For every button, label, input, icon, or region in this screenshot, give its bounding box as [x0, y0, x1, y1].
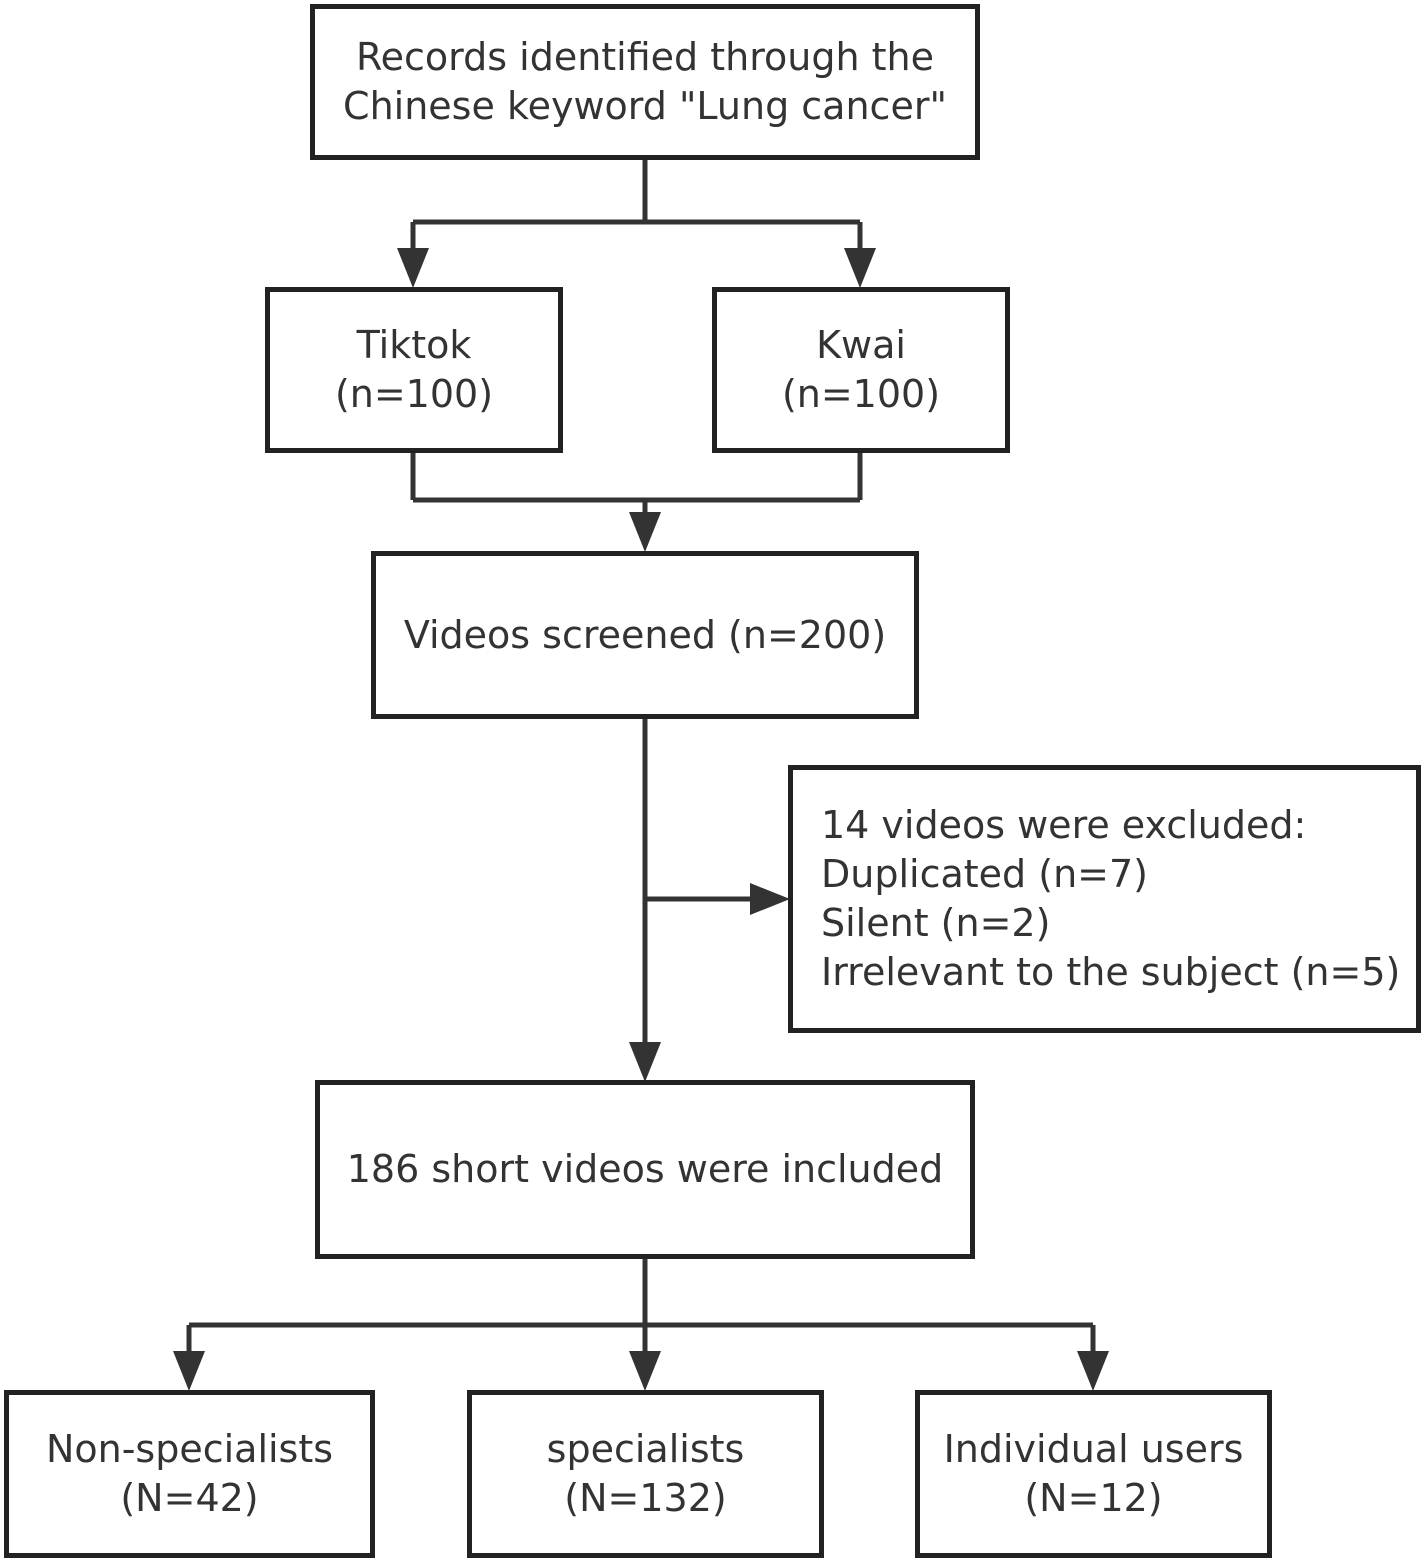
records-line-2: Chinese keyword "Lung cancer": [343, 84, 947, 128]
arrowhead-individual-users: [1077, 1351, 1109, 1391]
arrowhead-screened: [629, 512, 661, 552]
non-specialists-box: Non-specialists (N=42): [4, 1390, 375, 1558]
specialists-label: specialists: [546, 1427, 745, 1471]
excluded-line-3: Silent (n=2): [821, 901, 1051, 945]
non-specialists-label: Non-specialists: [45, 1427, 334, 1471]
screened-label: Videos screened (n=200): [403, 612, 887, 657]
arrowhead-kwai: [844, 248, 876, 288]
records-line-1: Records identified through the: [355, 35, 935, 79]
excluded-line-2: Duplicated (n=7): [821, 852, 1148, 896]
kwai-box: Kwai (n=100): [712, 287, 1010, 453]
arrowhead-specialists: [629, 1351, 661, 1391]
tiktok-label: Tiktok: [356, 323, 472, 367]
excluded-box: 14 videos were excluded: Duplicated (n=7…: [788, 765, 1421, 1033]
individual-users-count: (N=12): [1024, 1476, 1163, 1520]
excluded-line-1: 14 videos were excluded:: [821, 803, 1307, 847]
individual-users-box: Individual users (N=12): [915, 1390, 1272, 1558]
specialists-count: (N=132): [564, 1476, 727, 1520]
arrowhead-non-specialists: [173, 1351, 205, 1391]
arrowhead-tiktok: [397, 248, 429, 288]
included-box: 186 short videos were included: [315, 1080, 975, 1259]
records-identified-box: Records identified through the Chinese k…: [310, 4, 980, 160]
tiktok-count: (n=100): [334, 372, 494, 416]
excluded-line-4: Irrelevant to the subject (n=5): [821, 950, 1401, 994]
included-label: 186 short videos were included: [346, 1147, 944, 1191]
individual-users-label: Individual users: [943, 1427, 1244, 1471]
kwai-count: (n=100): [781, 372, 941, 416]
tiktok-box: Tiktok (n=100): [265, 287, 563, 453]
specialists-box: specialists (N=132): [467, 1390, 824, 1558]
arrowhead-included: [629, 1042, 661, 1082]
kwai-label: Kwai: [816, 323, 906, 367]
arrowhead-excluded: [750, 883, 790, 915]
videos-screened-box: Videos screened (n=200): [371, 551, 919, 719]
non-specialists-count: (N=42): [120, 1476, 259, 1520]
